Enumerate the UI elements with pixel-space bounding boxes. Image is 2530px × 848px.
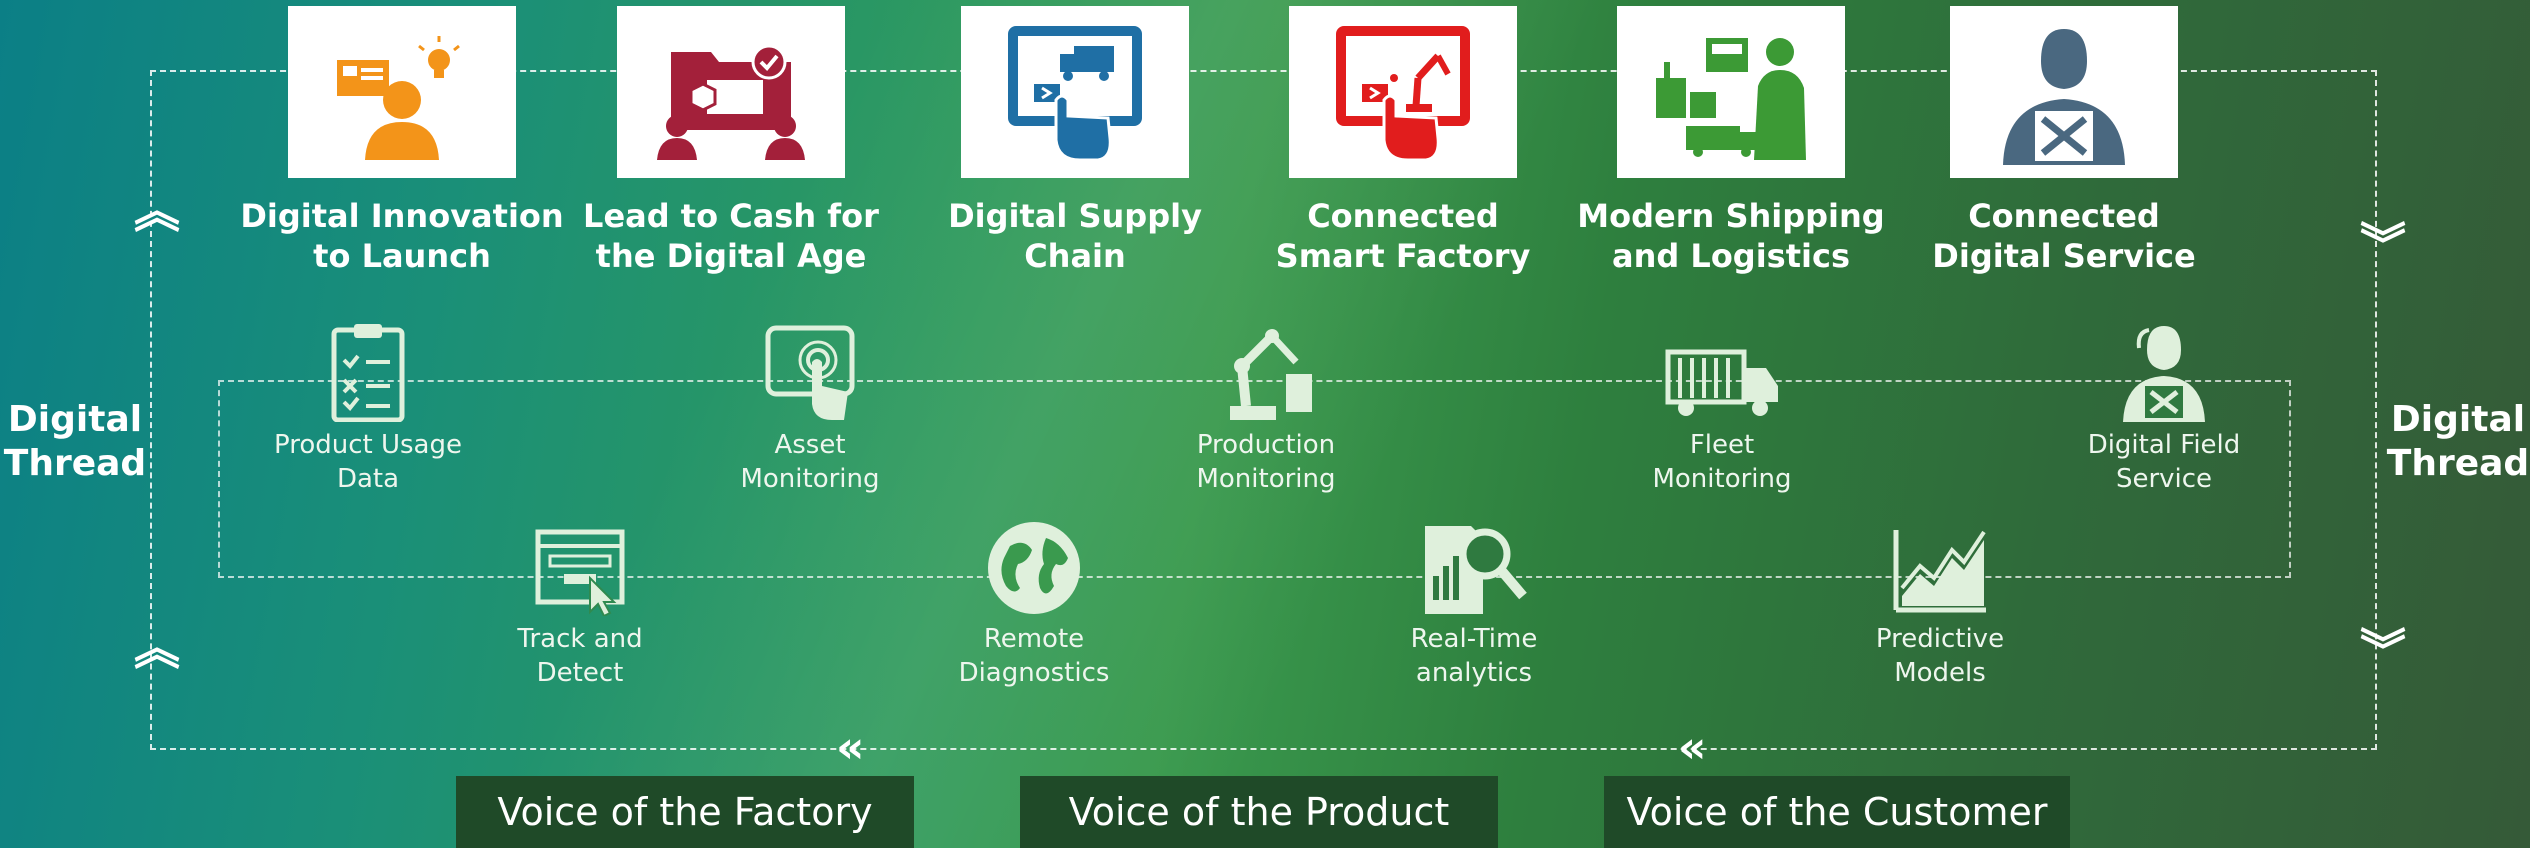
voice-of-the-product: Voice of the Product xyxy=(1020,776,1498,848)
node-track-and-detect: Track and Detect xyxy=(460,516,700,690)
chevron-left-icon: « xyxy=(1678,722,1707,773)
truck-icon xyxy=(1602,322,1842,422)
digital-thread-label-left: Digital Thread xyxy=(3,399,147,484)
node-production-monitoring: Production Monitoring xyxy=(1146,322,1386,496)
globe-icon xyxy=(914,516,1154,616)
field-technician-icon xyxy=(2044,322,2284,422)
robot-arm-icon xyxy=(1146,322,1386,422)
card-modern-shipping: Modern Shipping and Logistics xyxy=(1563,6,1899,276)
node-label: Fleet Monitoring xyxy=(1652,430,1792,494)
node-asset-monitoring: Asset Monitoring xyxy=(690,322,930,496)
shipping-logistics-icon xyxy=(1617,6,1845,178)
node-label: Predictive Models xyxy=(1875,624,2005,688)
node-product-usage-data: Product Usage Data xyxy=(248,322,488,496)
node-label: Asset Monitoring xyxy=(740,430,880,494)
card-title: Modern Shipping and Logistics xyxy=(1577,197,1885,275)
digital-thread-label-right: Digital Thread xyxy=(2386,399,2530,484)
node-label: Track and Detect xyxy=(517,624,643,688)
card-digital-innovation: Digital Innovation to Launch xyxy=(234,6,570,276)
inner-dashed-loop xyxy=(218,380,2291,578)
lead-to-cash-icon xyxy=(617,6,845,178)
card-title: Digital Innovation to Launch xyxy=(240,197,564,275)
innovation-person-icon xyxy=(288,6,516,178)
card-title: Connected Smart Factory xyxy=(1275,197,1531,275)
node-label: Production Monitoring xyxy=(1196,430,1336,494)
report-magnifier-icon xyxy=(1354,516,1594,616)
card-digital-supply-chain: Digital Supply Chain xyxy=(907,6,1243,276)
card-connected-digital-service: Connected Digital Service xyxy=(1896,6,2232,276)
node-label: Product Usage Data xyxy=(274,430,462,494)
browser-window-icon xyxy=(460,516,700,616)
card-connected-smart-factory: Connected Smart Factory xyxy=(1235,6,1571,276)
node-predictive-models: Predictive Models xyxy=(1820,516,2060,690)
service-technician-icon xyxy=(1950,6,2178,178)
node-remote-diagnostics: Remote Diagnostics xyxy=(914,516,1154,690)
chevron-left-icon: « xyxy=(836,722,865,773)
voice-of-the-factory: Voice of the Factory xyxy=(456,776,914,848)
node-label: Digital Field Service xyxy=(2087,430,2241,494)
voice-of-the-customer: Voice of the Customer xyxy=(1604,776,2070,848)
outer-dashed-loop xyxy=(150,70,2377,750)
node-label: Remote Diagnostics xyxy=(958,624,1110,688)
chevron-up-icon: ︽ xyxy=(134,184,180,238)
supply-chain-tablet-icon xyxy=(961,6,1189,178)
node-real-time-analytics: Real-Time analytics xyxy=(1354,516,1594,690)
chevron-down-icon: ︾ xyxy=(2360,624,2406,678)
card-title: Connected Digital Service xyxy=(1932,197,2196,275)
card-lead-to-cash: Lead to Cash for the Digital Age xyxy=(563,6,899,276)
chevron-down-icon: ︾ xyxy=(2360,218,2406,272)
line-chart-icon xyxy=(1820,516,2060,616)
node-label: Real-Time analytics xyxy=(1410,624,1538,688)
tablet-touch-icon xyxy=(690,322,930,422)
node-fleet-monitoring: Fleet Monitoring xyxy=(1602,322,1842,496)
card-title: Lead to Cash for the Digital Age xyxy=(583,197,879,275)
clipboard-checklist-icon xyxy=(248,322,488,422)
card-title: Digital Supply Chain xyxy=(948,197,1202,275)
chevron-up-icon: ︽ xyxy=(134,621,180,675)
node-digital-field-service: Digital Field Service xyxy=(2044,322,2284,496)
smart-factory-tablet-icon xyxy=(1289,6,1517,178)
